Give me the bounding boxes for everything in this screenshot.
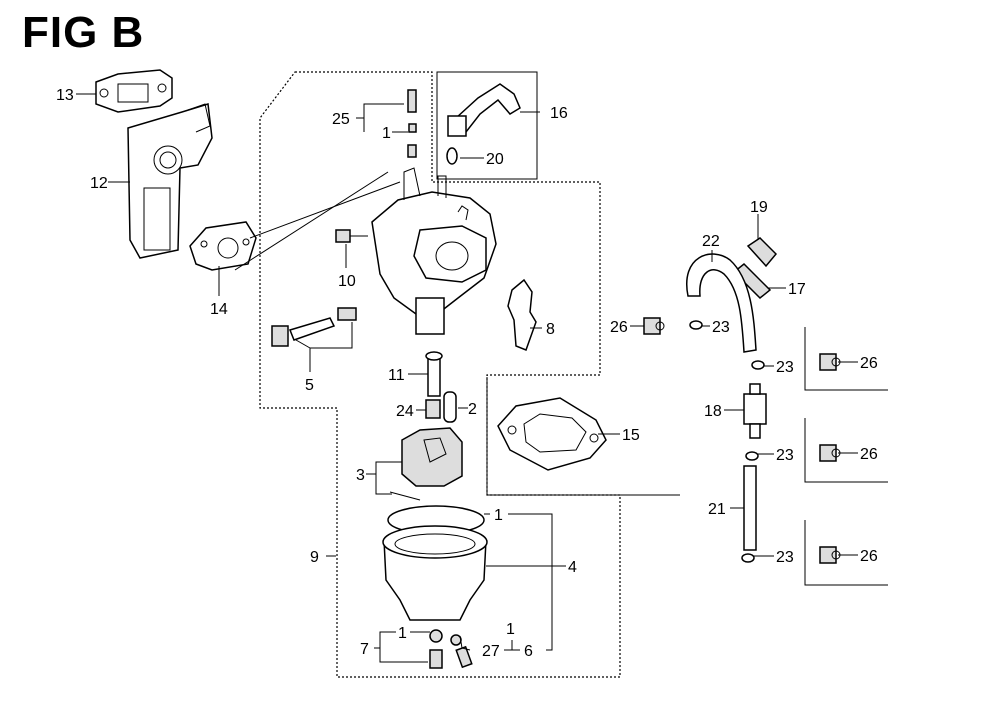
part-8-float-arm [507,278,537,351]
callout-1-top: 1 [382,125,391,142]
part-7-drain-bolt [429,629,443,669]
part-2-float-needle [443,391,457,423]
leader-lines [76,93,858,663]
part-25-screw [407,89,417,158]
callout-16: 16 [550,105,568,122]
callout-10: 10 [338,273,356,290]
callout-18: 18 [704,403,722,420]
part-26-clamp-c [819,444,841,462]
figure-title: FIG B [22,8,145,57]
part-17-tube [732,262,772,300]
bracket-26-b [804,327,888,391]
callout-1-bowl: 1 [494,507,503,524]
callout-1-drain: 1 [398,625,407,642]
callout-7: 7 [360,641,369,658]
callout-23-a: 23 [712,319,730,336]
callout-8: 8 [546,321,555,338]
callout-2: 2 [468,401,477,418]
callout-23-d: 23 [776,549,794,566]
callout-24: 24 [396,403,414,420]
leader-14-carb [234,171,389,271]
part-24-jet [425,399,441,419]
part-19-clamp [746,237,778,268]
callout-3: 3 [356,467,365,484]
bracket-26-d [804,520,888,586]
part-10-screw [335,229,368,243]
part-26-clamp-b [819,353,841,371]
callout-4: 4 [568,559,577,576]
callout-15: 15 [622,427,640,444]
callout-12: 12 [90,175,108,192]
callout-20: 20 [486,151,504,168]
callout-23-b: 23 [776,359,794,376]
part-23-clip-c [745,451,759,461]
part-23-clip-d [741,553,755,563]
callout-26-d: 26 [860,548,878,565]
part-23-clip-a [689,320,703,330]
callout-23-c: 23 [776,447,794,464]
callout-26-a: 26 [610,319,628,336]
part-16-choke-lever [447,83,521,137]
carburetor-body [371,167,497,335]
callout-9: 9 [310,549,319,566]
callout-5: 5 [305,377,314,394]
part-12-plate [127,103,213,259]
part-22-fuel-tube [685,253,757,353]
part-21-fuel-tube [743,465,757,551]
callout-19: 19 [750,199,768,216]
leader-14-carb2 [249,181,401,239]
callout-27: 27 [482,643,500,660]
callout-26-c: 26 [860,446,878,463]
callout-25: 25 [332,111,350,128]
part-18-fuel-filter [743,383,767,439]
part-27-drain-screw [450,634,473,669]
callout-21: 21 [708,501,726,518]
part-26-clamp-a [643,317,665,335]
callout-22: 22 [702,233,720,250]
part-20-oring [446,147,458,165]
callout-13: 13 [56,87,74,104]
part-5-pilot-screw [271,307,357,347]
callout-1-screw: 1 [506,621,515,638]
callout-17: 17 [788,281,806,298]
part-14-gasket [189,221,257,271]
callout-11: 11 [388,367,405,384]
gasket-boundary [486,377,680,496]
part-15-gasket [497,397,607,471]
choke-lever-boundary [436,71,538,180]
carburetor-assembly-boundary [259,71,621,678]
callout-26-b: 26 [860,355,878,372]
callout-14: 14 [210,301,228,318]
part-11-nozzle [425,351,443,397]
part-4-float-bowl [382,525,488,621]
part-3-float [389,427,463,501]
callout-6: 6 [524,643,533,660]
part-26-clamp-d [819,546,841,564]
part-23-clip-b [751,360,765,370]
part-13-gasket [95,69,173,113]
bracket-26-c [804,418,888,483]
